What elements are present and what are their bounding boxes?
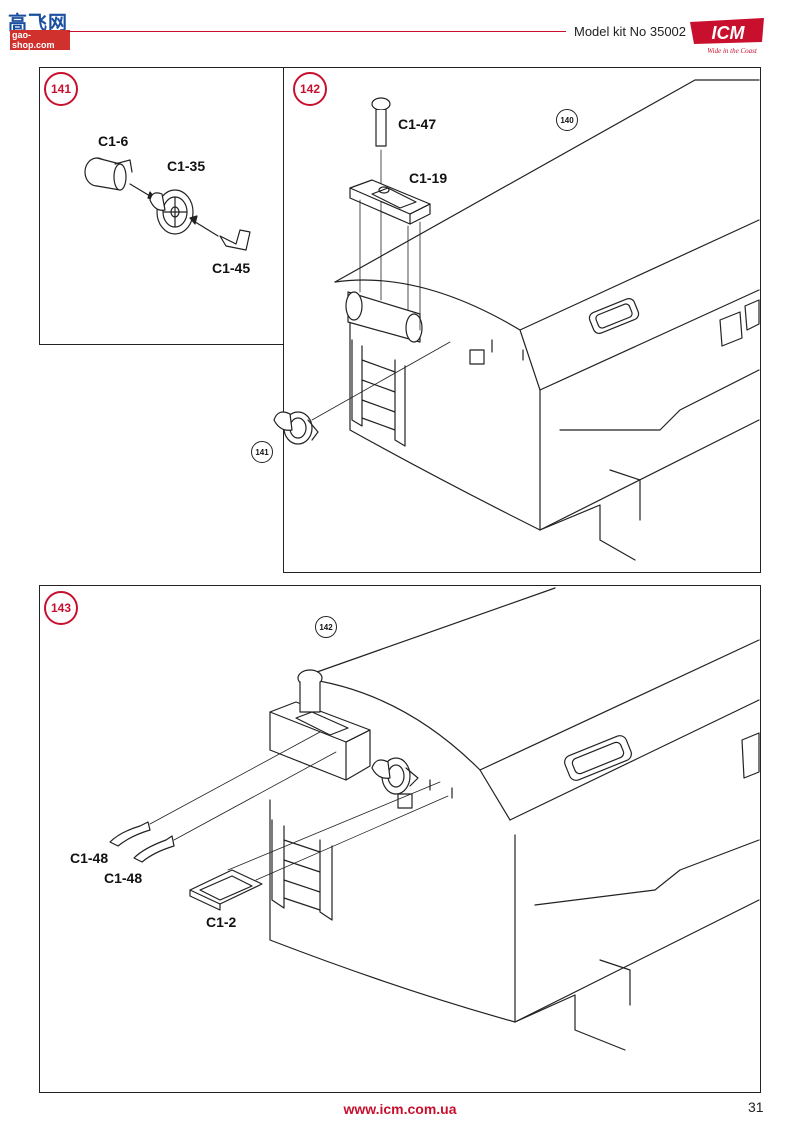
label-c1-35: C1-35	[167, 158, 206, 174]
watermark-main-text: 高飞网	[8, 13, 69, 34]
part-c1-35-drawing	[150, 190, 193, 234]
label-c1-47: C1-47	[398, 116, 437, 132]
icm-logo-mark: ICM Wide in the Coast	[690, 18, 764, 55]
label-c1-48-b: C1-48	[104, 870, 143, 886]
watermark-logo: 高飞网 gao-shop.com	[8, 8, 70, 50]
label-c1-45: C1-45	[212, 260, 251, 276]
svg-text:ICM: ICM	[712, 23, 746, 43]
step-141-number: 141	[44, 72, 78, 106]
truck-body-143	[270, 588, 759, 1050]
subassembly-141-drawing	[274, 342, 450, 444]
label-c1-48-a: C1-48	[70, 850, 109, 866]
part-c1-45-drawing	[220, 230, 250, 250]
svg-text:Wide in the Coast: Wide in the Coast	[707, 47, 758, 55]
part-c1-19-drawing	[350, 180, 430, 330]
watermark-sub-text: gao-shop.com	[10, 30, 70, 50]
part-c1-47-drawing	[372, 98, 390, 300]
model-kit-label: Model kit No 35002	[574, 24, 687, 39]
ref-step-141: 141	[251, 441, 273, 463]
header-rule	[68, 31, 566, 32]
ref-step-140: 140	[556, 109, 578, 131]
icm-logo: ICM Wide in the Coast	[688, 14, 770, 56]
footer-url[interactable]: www.icm.com.ua	[343, 1101, 457, 1117]
truck-body-142	[335, 80, 759, 560]
step-143-panel	[39, 585, 761, 1093]
label-c1-19: C1-19	[409, 170, 448, 186]
label-c1-2: C1-2	[206, 914, 237, 930]
page-number: 31	[748, 1099, 764, 1115]
ref-step-142: 142	[315, 616, 337, 638]
label-c1-6: C1-6	[98, 133, 129, 149]
part-c1-48-drawing-b	[134, 752, 336, 862]
step-142-number: 142	[293, 72, 327, 106]
part-c1-6-drawing	[85, 158, 132, 190]
part-c1-48-drawing-a	[110, 732, 320, 846]
part-c1-2-drawing	[190, 782, 448, 910]
step-143-number: 143	[44, 591, 78, 625]
